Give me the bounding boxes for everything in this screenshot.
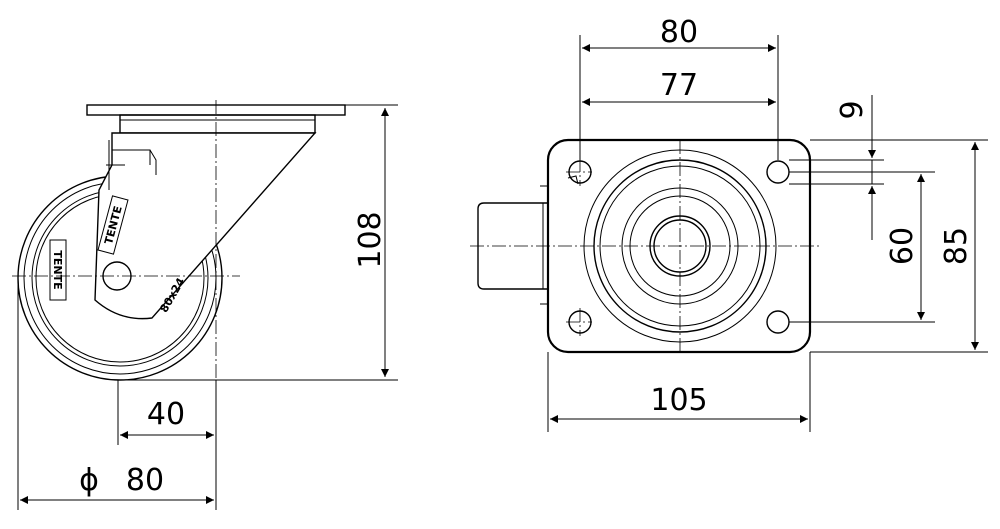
bolt-hole-bottom-right [766,310,790,334]
hole-spacing-vertical-label: 60 [885,227,920,265]
svg-text:TENTE: TENTE [51,250,64,289]
wheel-diameter-dim-label: 80 [126,463,164,498]
hole-spacing-inner-label: 77 [660,68,698,103]
top-view: 80 77 9 60 85 105 [470,15,988,432]
hole-diameter-label: 9 [835,100,870,119]
plate-width-label: 85 [939,227,974,265]
side-view: TENTE TENTE 80x24 108 40 ϕ 80 [12,100,398,510]
swivel-head-side [119,114,316,134]
diameter-symbol: ϕ [79,463,99,498]
brand-label-wheel: TENTE [49,239,67,301]
offset-dim-label: 40 [147,397,185,432]
bolt-hole-top-right [766,160,790,184]
fork-side [94,132,317,320]
height-dim-label: 108 [353,211,388,268]
hole-spacing-outer-label: 80 [660,15,698,50]
plate-length-label: 105 [650,383,707,418]
